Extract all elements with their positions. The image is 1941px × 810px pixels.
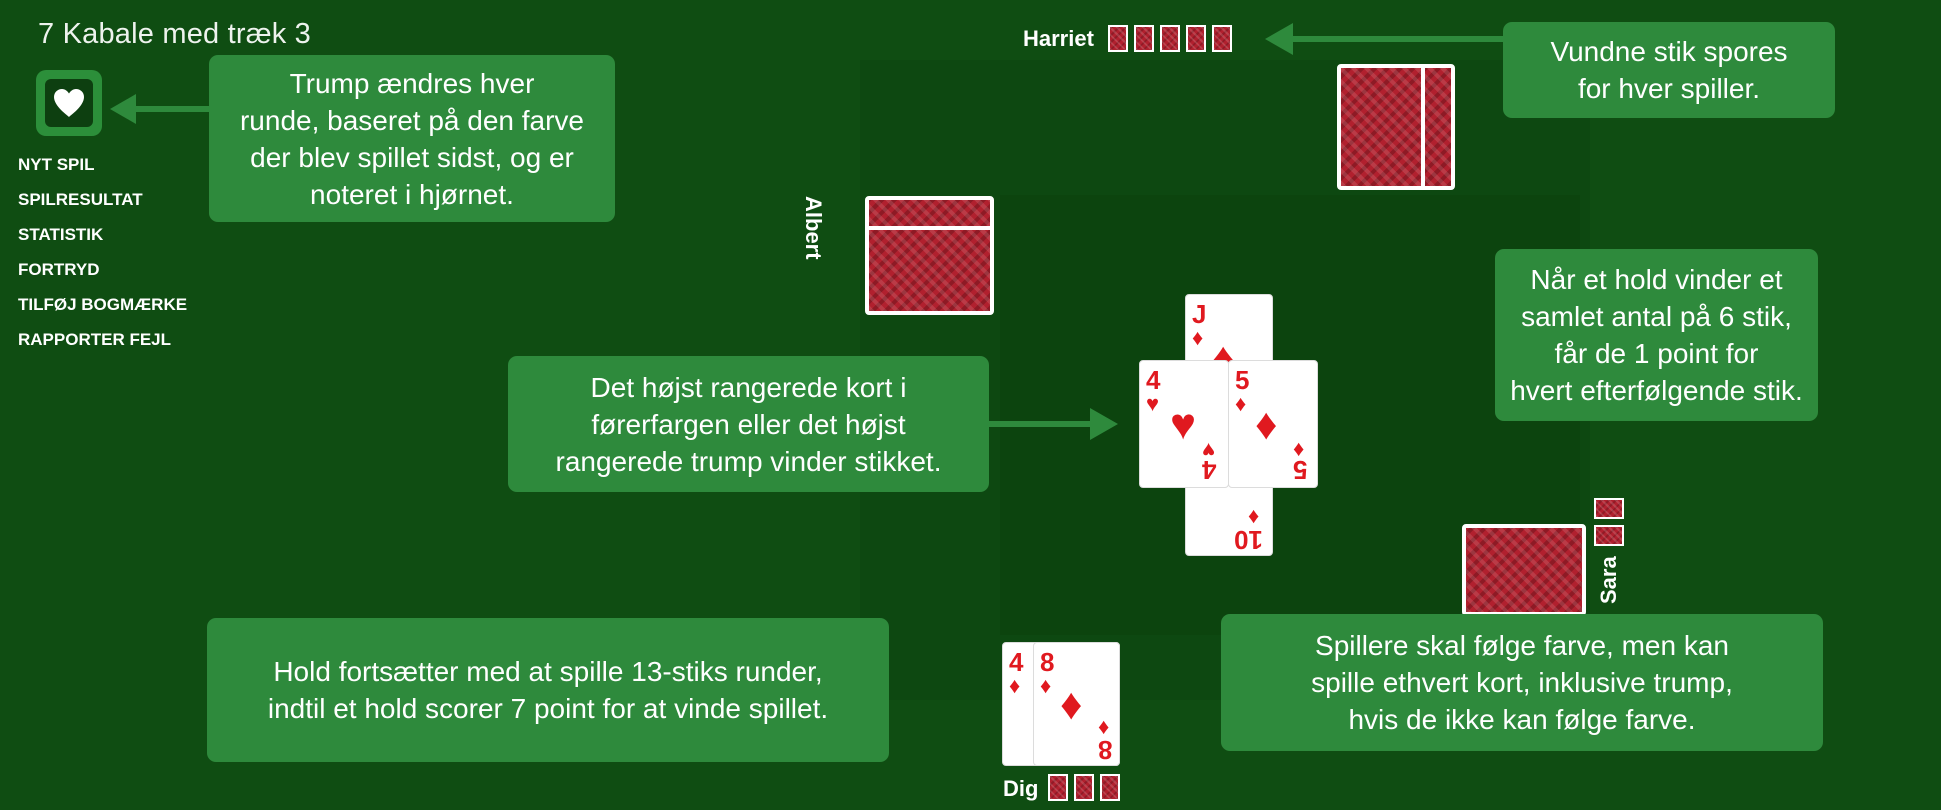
heart-icon (54, 89, 84, 117)
trick-pile (1108, 25, 1128, 52)
arrow-trump (130, 106, 210, 112)
harriet-hand-back (1337, 64, 1455, 190)
main-menu: NYT SPIL SPILRESULTAT STATISTIK FORTRYD … (18, 153, 187, 363)
tricks-sara (1594, 498, 1624, 546)
card-edge (869, 226, 990, 230)
arrow-highest (988, 421, 1093, 427)
trick-pile (1100, 774, 1120, 801)
callout-follow: Spillere skal følge farve, men kan spill… (1221, 614, 1823, 751)
callout-rounds: Hold fortsætter med at spille 13-stiks r… (207, 618, 889, 762)
trick-pile (1160, 25, 1180, 52)
trick-card-east: 5 ♦ ♦ ♦ 5 (1228, 360, 1318, 488)
player-name-albert: Albert (801, 196, 826, 260)
callout-trump: Trump ændres hver runde, baseret på den … (209, 55, 615, 222)
arrow-trump-head (110, 94, 136, 124)
player-name-dig: Dig (1003, 776, 1039, 801)
menu-game-result[interactable]: SPILRESULTAT (18, 190, 143, 209)
callout-tricks: Vundne stik spores for hver spiller. (1503, 22, 1835, 118)
callout-points: Når et hold vinder et samlet antal på 6 … (1495, 249, 1818, 421)
menu-new-game[interactable]: NYT SPIL (18, 155, 95, 174)
tricks-dig (1048, 774, 1120, 801)
arrow-highest-head (1090, 408, 1118, 440)
player-name-sara: Sara (1596, 556, 1621, 604)
trick-pile (1134, 25, 1154, 52)
card-edge (1421, 68, 1425, 186)
arrow-tricks (1288, 36, 1508, 42)
trick-pile (1212, 25, 1232, 52)
albert-hand-back (865, 196, 994, 315)
player-name-harriet: Harriet (1023, 26, 1094, 51)
sara-hand-back (1462, 524, 1586, 616)
trick-pile (1594, 498, 1624, 519)
trick-pile (1594, 525, 1624, 546)
trick-pile (1186, 25, 1206, 52)
menu-add-bookmark[interactable]: TILFØJ BOGMÆRKE (18, 295, 188, 314)
menu-report-bug[interactable]: RAPPORTER FEJL (18, 330, 172, 349)
menu-undo[interactable]: FORTRYD (18, 260, 100, 279)
arrow-tricks-head (1265, 23, 1293, 55)
trick-card-west: 4 ♥ ♥ ♥ 4 (1139, 360, 1229, 488)
game-title: 7 Kabale med træk 3 (38, 18, 311, 50)
trump-indicator (36, 70, 102, 136)
trick-pile (1048, 774, 1068, 801)
callout-highest: Det højst rangerede kort i førerfargen e… (508, 356, 989, 492)
tricks-harriet (1108, 25, 1232, 52)
menu-statistics[interactable]: STATISTIK (18, 225, 104, 244)
trick-pile (1074, 774, 1094, 801)
hand-card-eight-diamonds[interactable]: 8 ♦ ♦ ♦ 8 (1033, 642, 1120, 766)
